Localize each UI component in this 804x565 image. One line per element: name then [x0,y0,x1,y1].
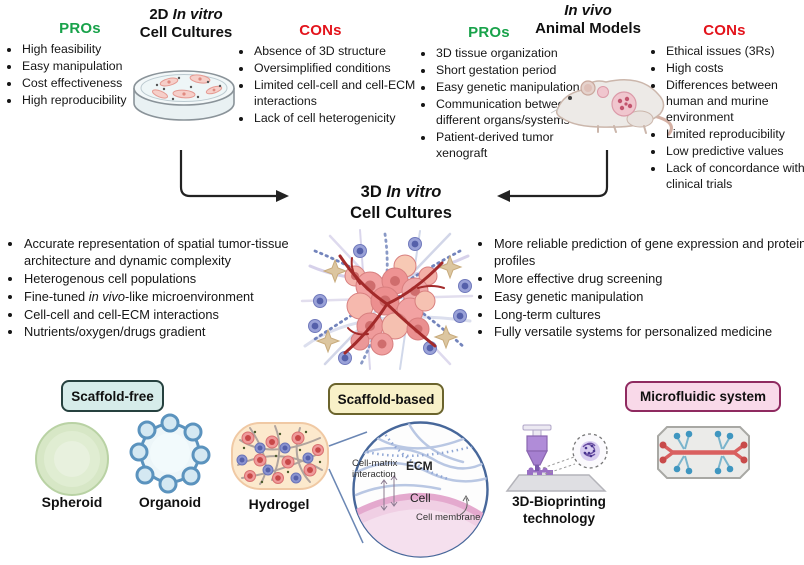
cell-matrix-interaction-label: Cell-matrix interaction [352,458,398,480]
title-3d-prefix: 3D [360,183,387,201]
pros-invivo-heading: PROs [468,24,510,41]
list-item: Oversimplified conditions [253,61,435,77]
cell-ecm-magnifier-illustration [352,421,489,558]
list-item: 3D tissue organization [435,46,597,62]
list-item: Cost effectiveness [21,76,163,92]
list-item: Heterogenous cell populations [23,271,329,288]
spheroid-label: Spheroid [41,494,103,510]
petri-dish-illustration [133,70,235,121]
list-item: High reproducibility [21,93,163,109]
pros-2d-list: High feasibility Easy manipulation Cost … [6,42,163,110]
list-item: Absence of 3D structure [253,44,435,60]
petri-cells [151,74,223,101]
hydrogel-label: Hydrogel [248,496,310,512]
cell-label: Cell [410,491,431,505]
title-invivo-italic: In vivo [564,2,612,19]
list-item: Communication between different organs/s… [435,97,597,129]
scaffold-free-tag: Scaffold-free [61,380,164,412]
arrowhead-right-icon [276,190,289,202]
mouse-illustration [549,79,673,136]
bioprinting-label: 3D-Bioprinting technology [512,494,606,526]
list-item: Limited reproducibility [665,127,804,143]
cons-2d-heading: CONs [299,22,342,39]
organoid-label: Organoid [138,494,202,510]
list-item: Short gestation period [435,63,597,79]
cons-2d-list: Absence of 3D structure Oversimplified c… [238,44,435,128]
list-item: High costs [665,61,804,77]
title-3d-line2: Cell Cultures [350,203,452,222]
title-2d-prefix: 2D [149,6,173,23]
organoid-illustration [129,413,211,494]
list-item: Ethical issues (3Rs) [665,44,804,60]
list-item: Long-term cultures [493,307,804,324]
arrow-invivo-to-3d [510,150,609,198]
tumor-vessels [338,254,445,355]
hydrogel-illustration [231,422,329,490]
list-item: Cell-cell and cell-ECM interactions [23,307,329,324]
title-invivo-line2: Animal Models [535,20,641,38]
list-item: Lack of cell heterogenicity [253,111,435,127]
list-item: More effective drug screening [493,271,804,288]
cons-invivo-heading: CONs [703,22,746,39]
stromal-cells [315,254,463,354]
cell-membrane-label: Cell membrane [416,512,481,523]
list-item: Easy genetic manipulation [435,80,597,96]
scaffold-based-label: Scaffold-based [337,391,435,407]
tumor-microenvironment-illustration [300,229,474,370]
list-item: Patient-derived tumor xenograft [435,130,597,162]
title-3d-italic: In vitro [386,183,442,201]
arrow-2d-to-3d [179,150,276,198]
arrowhead-left-icon [497,190,510,202]
scaffold-free-label: Scaffold-free [71,388,154,404]
title-3d-cell-cultures: 3D In vitro Cell Cultures [318,182,484,223]
title-invivo-animal-models: In vivo Animal Models [524,2,652,39]
mouse-tumor [611,91,637,117]
list-item: Fully versatile systems for personalized… [493,324,804,341]
list-item: Fine-tuned in vivo-like microenvironment [23,289,329,306]
microfluidic-chip-illustration [657,426,750,479]
list-item: Limited cell-cell and cell-ECM interacti… [253,78,435,110]
mouse-eye [568,96,572,100]
list-item: Accurate representation of spatial tumor… [23,236,329,270]
list-item: Low predictive values [665,144,804,160]
list-item: High feasibility [21,42,163,58]
title-2d-italic: In vitro [172,6,223,23]
magnifier-connector-top [328,431,368,447]
magnifier-connector-bottom [328,468,364,544]
title-2d-cell-cultures: 2D In vitro Cell Cultures [124,6,248,43]
list-item: Easy genetic manipulation [493,289,804,306]
list-item: More reliable prediction of gene express… [493,236,804,270]
microfluidic-system-tag: Microfluidic system [625,381,781,412]
list-item: Easy manipulation [21,59,163,75]
benefits-left-list: Accurate representation of spatial tumor… [8,236,329,342]
list-item: Differences between human and murine env… [665,78,804,126]
bioprinter-illustration [505,424,608,492]
scaffold-based-tag: Scaffold-based [328,383,444,415]
cons-invivo-list: Ethical issues (3Rs) High costs Differen… [650,44,804,194]
spheroid-illustration [35,422,109,496]
pros-invivo-list: 3D tissue organization Short gestation p… [420,46,597,163]
list-item: Nutrients/oxygen/drugs gradient [23,324,329,341]
pros-2d-heading: PROs [59,20,101,37]
title-2d-line2: Cell Cultures [139,24,233,42]
list-item: Lack of concordance with clinical trials [665,161,804,193]
ecm-label: ECM [406,459,433,473]
microfluidic-system-label: Microfluidic system [639,389,767,404]
benefits-right-list: More reliable prediction of gene express… [478,236,804,342]
